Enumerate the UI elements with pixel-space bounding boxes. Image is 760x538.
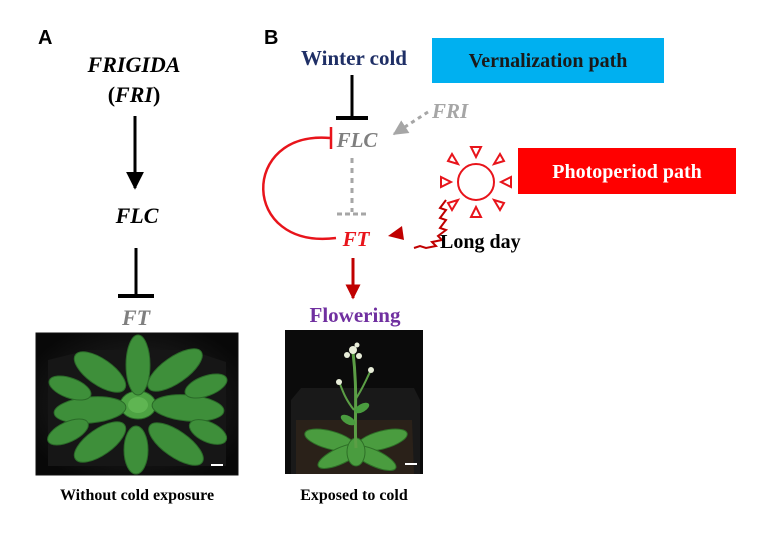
gene-flc-a: FLC xyxy=(115,203,159,228)
gene-fri-b: FRI xyxy=(431,99,469,123)
panel-a: A FRIGIDA (FRI) FLC FT xyxy=(35,27,239,504)
gene-ft-a: FT xyxy=(121,305,152,330)
panel-b: B Winter cold Vernalization path FRI FLC… xyxy=(262,27,736,504)
scale-bar-a xyxy=(211,464,223,466)
long-day-label: Long day xyxy=(440,231,521,253)
photo-without-cold xyxy=(35,332,239,476)
gene-fri-line: (FRI) xyxy=(108,82,161,107)
gene-frigida: FRIGIDA xyxy=(87,52,181,77)
sun-icon xyxy=(440,146,512,218)
ft-feedback-loop xyxy=(262,136,337,241)
caption-without-cold: Without cold exposure xyxy=(60,487,214,504)
caption-exposed-to-cold: Exposed to cold xyxy=(300,487,408,504)
panel-b-label: B xyxy=(264,27,278,49)
winter-cold-label: Winter cold xyxy=(301,46,407,70)
photoperiod-path-box xyxy=(518,148,736,194)
vernalization-path-box xyxy=(432,38,664,83)
wavy-arrow-icon xyxy=(413,199,449,250)
photo-exposed-to-cold xyxy=(285,330,423,474)
wavy-arrow-head xyxy=(388,226,404,240)
gene-ft-b: FT xyxy=(342,227,371,251)
panel-a-label: A xyxy=(38,27,52,49)
gene-flc-b: FLC xyxy=(336,128,379,152)
fri-activates-flc-dotted-arrow xyxy=(392,110,429,136)
photoperiod-path-label: Photoperiod path xyxy=(552,161,701,183)
scale-bar-b xyxy=(405,463,417,465)
vernalization-path-label: Vernalization path xyxy=(469,50,628,72)
flowering-label: Flowering xyxy=(310,303,401,327)
